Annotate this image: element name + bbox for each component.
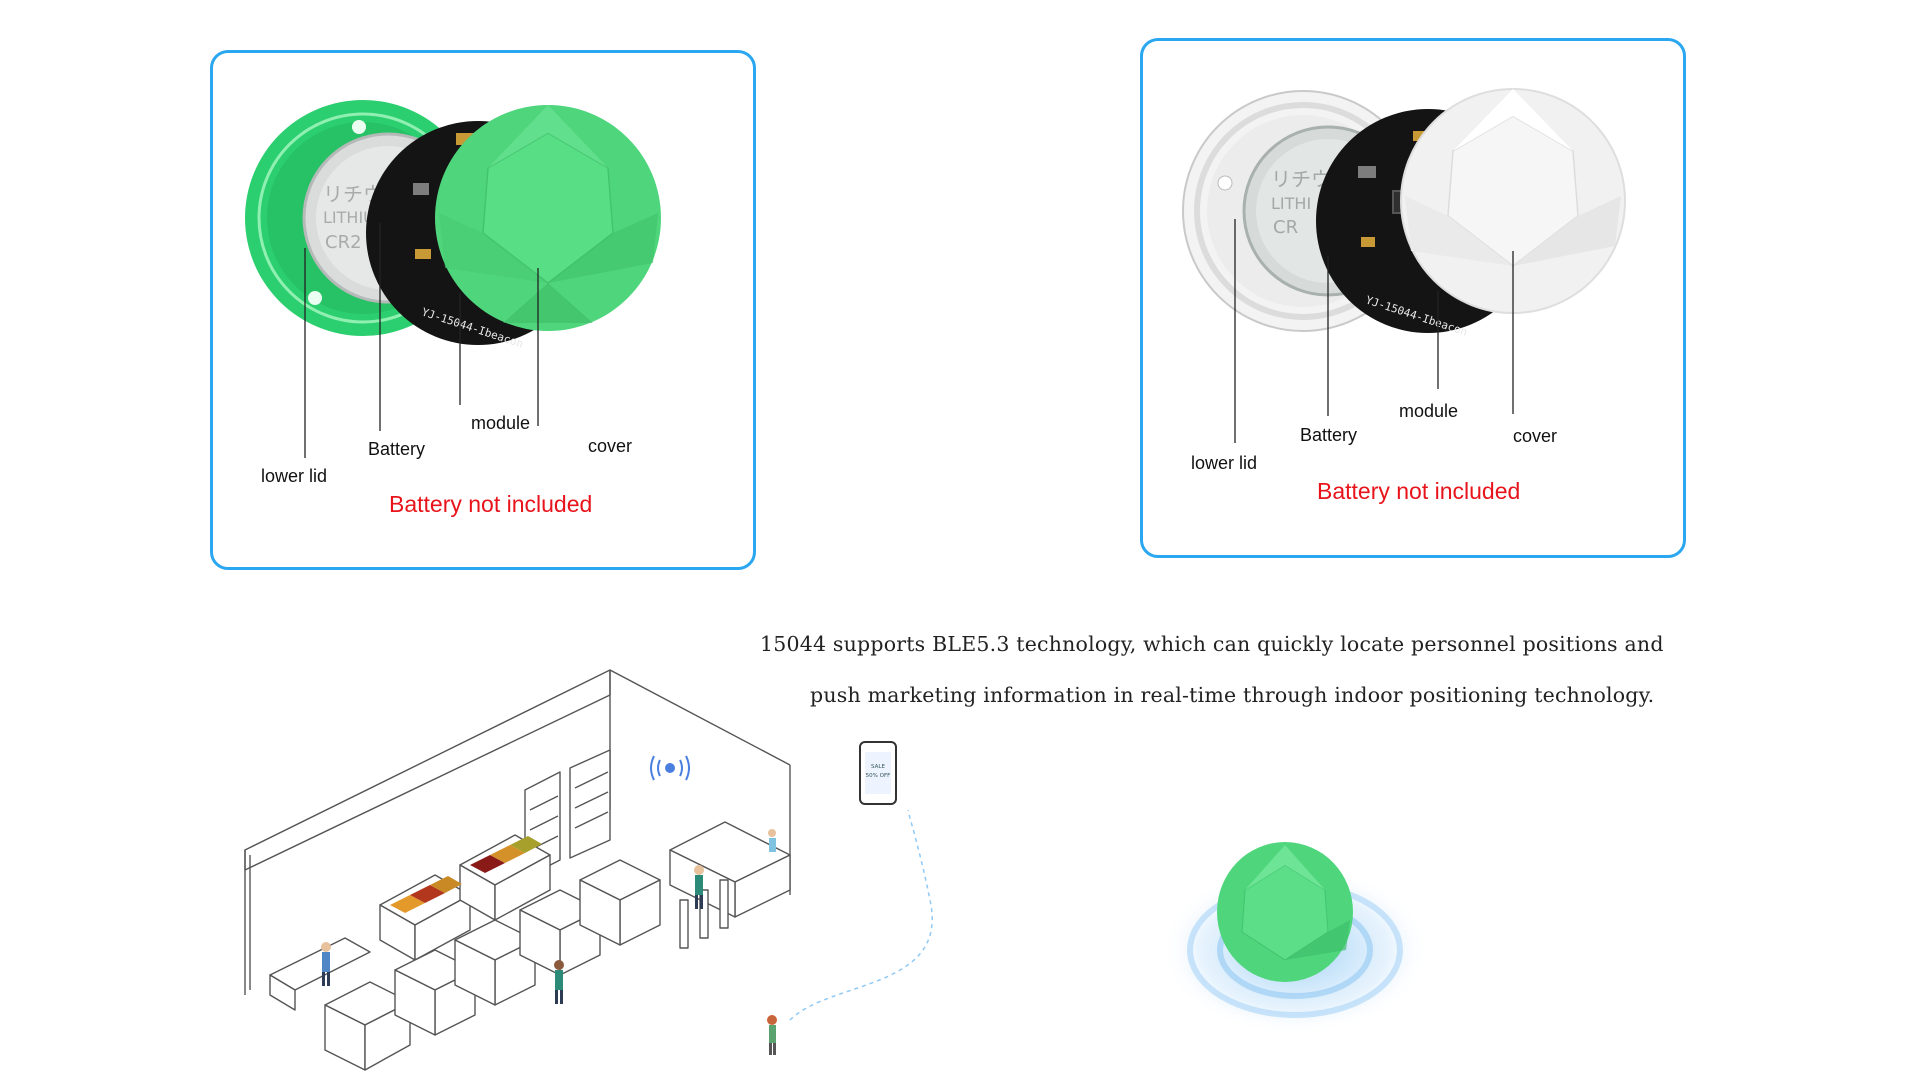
battery-marking-2: LITHI [1271,194,1311,213]
store-people [321,829,777,1055]
leader-lines [304,223,539,458]
display-case-products [390,836,542,913]
phone-icon: SALE 50% OFF [859,741,897,805]
indoor-store-illustration: SALE 50% OFF [244,669,933,1071]
label-cover: cover [1513,426,1558,446]
green-beacon-exploded-view: リチウム LITHIUM CR2 YJ-15044-Ibeacon [245,100,661,458]
label-battery: Battery [1300,425,1358,445]
battery-not-included-note: Battery not included [389,491,593,517]
label-module: module [471,413,531,433]
label-module: module [1399,401,1459,421]
battery-marking-3: CR [1273,217,1298,238]
white-cover [1400,88,1626,314]
white-beacon-exploded-view: リチウ LITHI CR YJ-15044-Ibeacon [1182,88,1626,443]
phone-screen-line-2: 50% OFF [866,773,891,779]
label-lower-lid: lower lid [261,466,328,486]
label-lower-lid: lower lid [1191,453,1258,473]
label-battery: Battery [368,439,426,459]
beacon-signal-illustration [1160,842,1430,1035]
description-line-2: push marketing information in real-time … [810,683,1655,707]
signal-path [789,809,933,1021]
product-panel-white: リチウ LITHI CR YJ-15044-Ibeacon lower lid … [1140,38,1686,558]
label-cover: cover [588,436,633,456]
battery-marking-3: CR2 [325,232,362,253]
green-cover [435,105,661,331]
product-panel-green: リチウム LITHIUM CR2 YJ-15044-Ibeacon [210,50,756,570]
description-line-1: 15044 supports BLE5.3 technology, which … [760,632,1664,656]
leader-lines [1234,219,1514,443]
battery-marking-1: リチウ [1271,167,1331,191]
phone-screen-line-1: SALE [871,764,885,770]
battery-not-included-note: Battery not included [1317,478,1521,504]
green-beacon [1217,842,1353,982]
wifi-signal-icon [650,755,690,781]
